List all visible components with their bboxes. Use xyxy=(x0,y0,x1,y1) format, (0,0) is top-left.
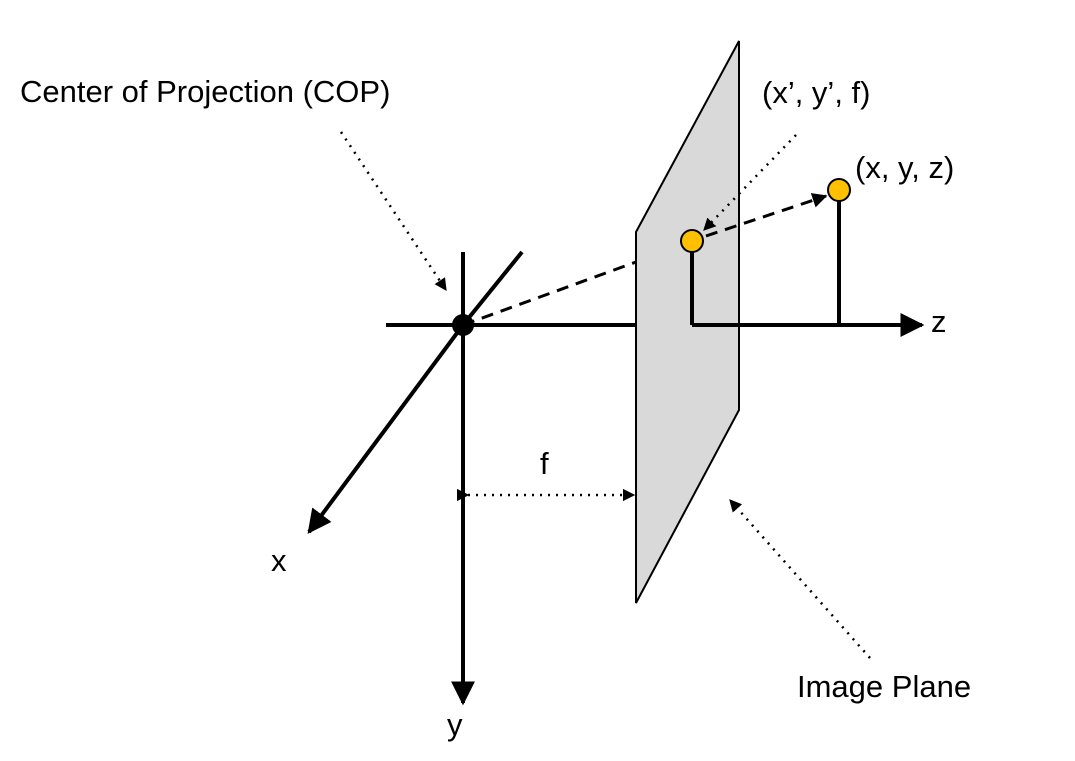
cop-pointer xyxy=(339,131,448,292)
projection-ray-front xyxy=(705,193,828,238)
focal-length-label: f xyxy=(540,446,549,481)
x-axis xyxy=(307,323,465,534)
image-plane-pointer xyxy=(729,499,871,659)
image-point-label: (x’, y’, f) xyxy=(762,75,871,110)
world-point-label: (x, y, z) xyxy=(855,150,954,185)
image-plane-label: Image Plane xyxy=(797,669,971,704)
y-axis-label: y xyxy=(447,707,463,742)
world-point xyxy=(827,178,851,202)
x-axis-label: x xyxy=(271,543,287,578)
cop-label: Center of Projection (COP) xyxy=(20,74,390,109)
z-axis-label: z xyxy=(931,304,947,339)
center-of-projection-point xyxy=(452,314,474,336)
image-plane xyxy=(635,40,740,604)
projection-ray-rear xyxy=(462,260,637,327)
image-point xyxy=(680,229,704,253)
x-axis-back xyxy=(461,250,524,327)
